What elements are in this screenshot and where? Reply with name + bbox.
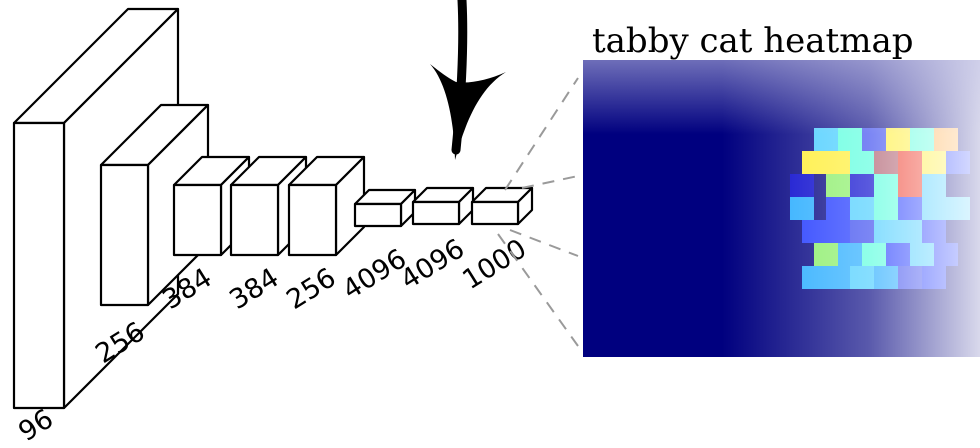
network-layers	[12, 7, 534, 410]
layer-label-fc8: 1000	[457, 233, 532, 296]
layer-block-front	[287, 183, 338, 257]
layer-block-front	[12, 121, 66, 410]
layer-block-fc7	[411, 186, 475, 226]
layer-block-fc8	[470, 186, 534, 226]
down-arrow-icon	[430, 0, 506, 160]
layer-label-conv1: 96	[13, 403, 59, 447]
layer-label-conv5: 256	[281, 262, 341, 316]
heatmap-top-haze	[583, 60, 980, 357]
layer-block-conv5	[287, 155, 366, 257]
heatmap-title: tabby cat heatmap	[592, 21, 914, 61]
projection-guides	[497, 77, 579, 347]
layer-block-front	[99, 163, 150, 307]
layer-label-fc7: 4096	[395, 233, 470, 296]
layer-block-front	[353, 202, 403, 228]
layer-label-conv4: 384	[224, 262, 284, 316]
layer-block-fc6	[353, 188, 417, 228]
layer-block-front	[470, 200, 520, 226]
layer-block-front	[411, 200, 461, 226]
tabby-cat-heatmap: tabby cat heatmap	[583, 21, 980, 357]
layer-block-front	[172, 183, 223, 257]
layer-block-front	[229, 183, 280, 257]
